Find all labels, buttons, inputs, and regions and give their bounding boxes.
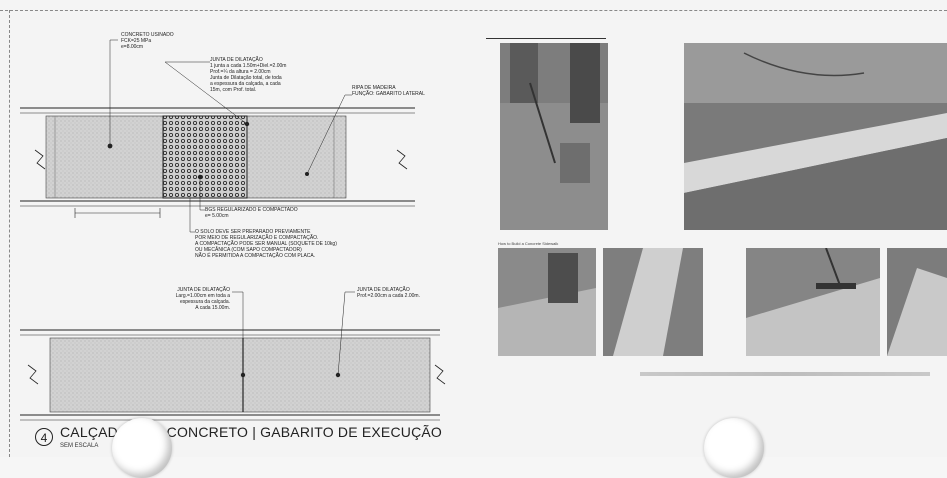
joint-view — [20, 291, 446, 421]
sheet-border-left — [9, 10, 10, 457]
plan-view — [20, 39, 415, 233]
photo-form-board — [684, 43, 947, 230]
detail-subtitle: SEM ESCALA — [60, 443, 99, 449]
photo-divider-line — [486, 38, 606, 39]
photo-caption-strip — [640, 372, 930, 376]
section-drawing — [20, 39, 446, 421]
photo-step-2 — [603, 248, 703, 356]
detail-number: 4 — [35, 428, 53, 446]
label-junta-right: JUNTA DE DILATAÇÃO Prof.=2.00cm a cada 2… — [357, 287, 420, 299]
label-ripa: RIPA DE MADEIRA FUNÇÃO: GABARITO LATERAL — [352, 85, 425, 97]
photo-step-1 — [498, 248, 596, 356]
label-solo: O SOLO DEVE SER PREPARADO PREVIAMENTE PO… — [195, 229, 337, 259]
punch-hole-left — [112, 418, 172, 478]
photo-step-4 — [887, 248, 947, 356]
photo-step-3 — [746, 248, 880, 356]
label-junta-top: JUNTA DE DILATAÇÃO 1 junta a cada 1.50m+… — [210, 57, 287, 93]
photo-worker-raking — [500, 43, 608, 230]
label-junta-left: JUNTA DE DILATAÇÃO Larg.=1.00cm em toda … — [175, 287, 230, 311]
photo-row-caption: How to Build a Concrete Sidewalk — [498, 241, 559, 246]
punch-hole-right — [704, 418, 764, 478]
label-concreto: CONCRETO USINADO FCK=25 MPa e=8.00cm — [121, 32, 174, 50]
label-bgs: BGS REGULARIZADO E COMPACTADO e= 5.00cm — [205, 207, 298, 219]
sheet-border-top — [0, 10, 947, 11]
drawing-sheet: CONCRETO USINADO FCK=25 MPa e=8.00cm JUN… — [0, 10, 947, 457]
